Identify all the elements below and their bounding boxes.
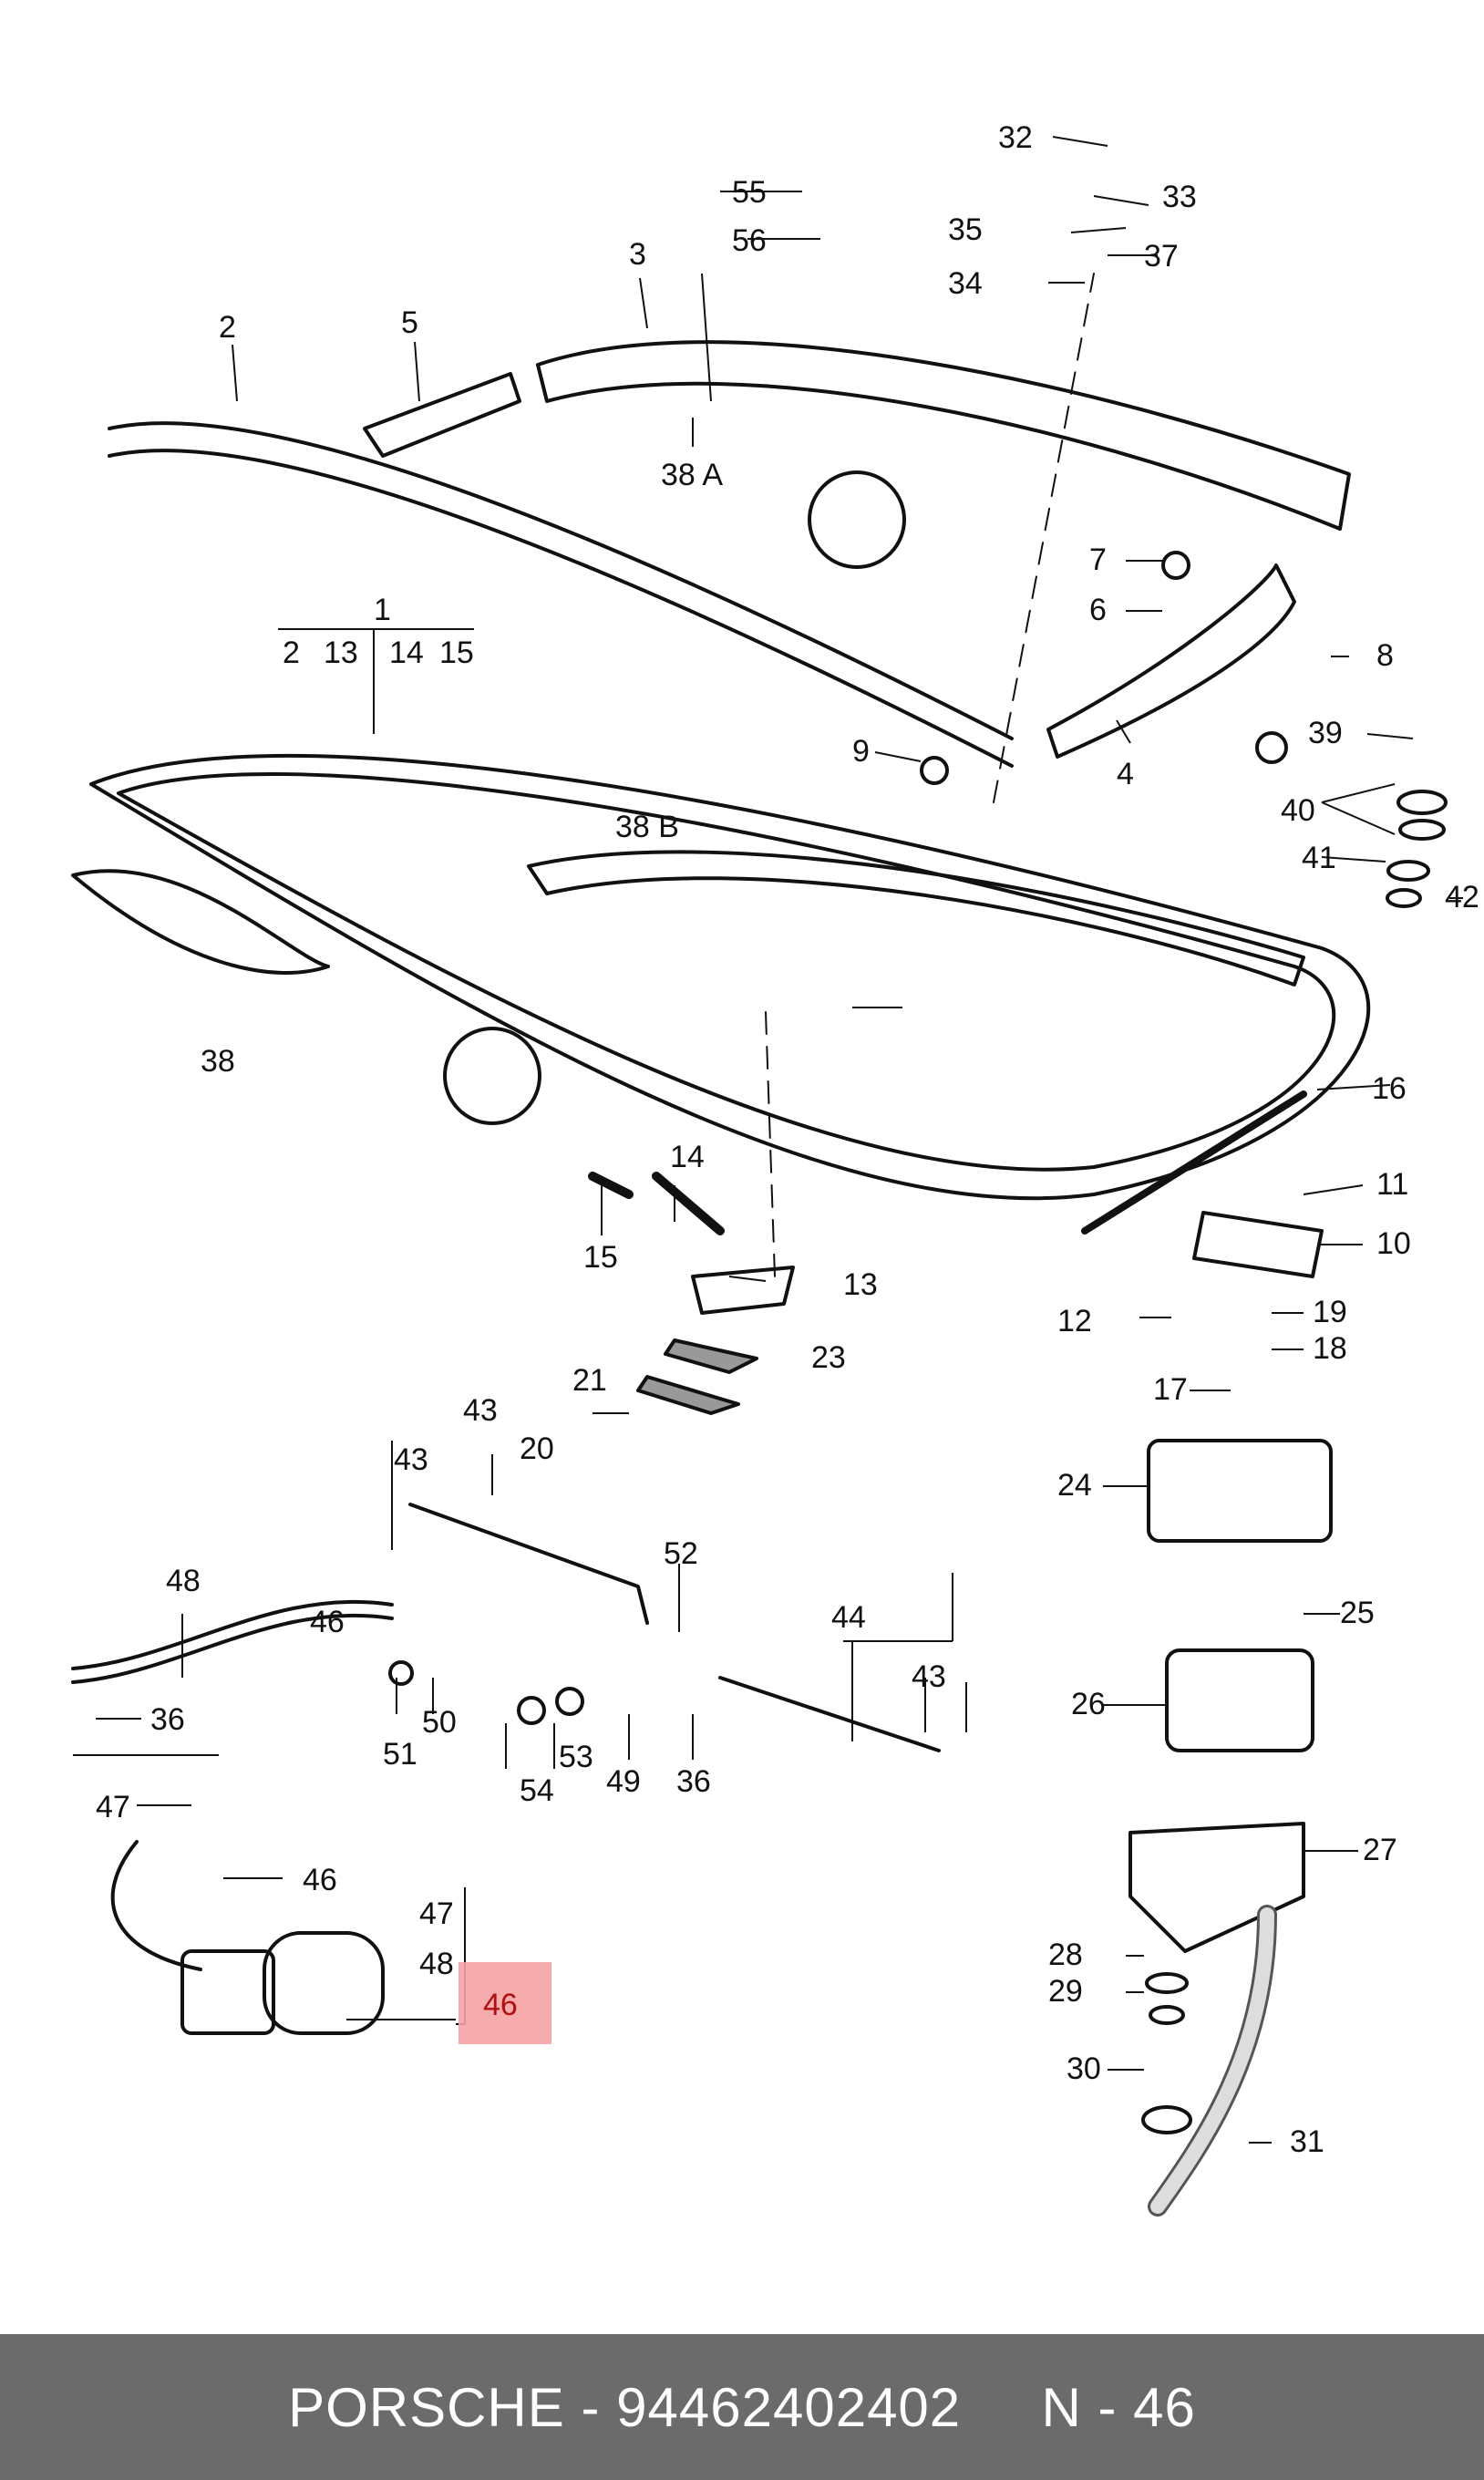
seal-2-inner (108, 449, 1014, 768)
callout-42: 42 (1445, 880, 1479, 914)
label-38a: 38 A (661, 458, 723, 492)
callout-38: 38 (201, 1044, 235, 1079)
callout-53: 52 (664, 1536, 698, 1571)
callout-8: 8 (1376, 638, 1394, 673)
callout-28: 28 (1048, 1938, 1083, 1972)
callout-55: 54 (520, 1773, 554, 1808)
callout-37-left: 36 (150, 1702, 185, 1737)
callout-39: 39 (1308, 716, 1343, 750)
callout-7: 7 (1089, 542, 1107, 577)
callout-6: 6 (1089, 593, 1107, 627)
lid-symbol-b (443, 1027, 541, 1125)
footer-part-number: 94462402402 (616, 2376, 962, 2438)
callout-35: 35 (948, 212, 983, 247)
callout-20: 20 (520, 1431, 554, 1466)
callout-25: 25 (1340, 1596, 1375, 1630)
callout-18: 18 (1313, 1331, 1347, 1366)
seal-38 (71, 869, 330, 975)
strip-5 (363, 372, 521, 458)
seal-2 (108, 421, 1014, 740)
group-1-2: 2 (283, 636, 300, 670)
callout-24: 24 (1057, 1468, 1092, 1503)
strip-4 (1046, 563, 1296, 759)
group-46-47: 47 (419, 1896, 454, 1931)
callout-23: 23 (811, 1340, 846, 1375)
lid-symbol-a (808, 470, 906, 569)
callout-37-top: 37 (1144, 239, 1179, 274)
callout-17: 17 (1153, 1372, 1188, 1407)
callout-43-left: 43 (394, 1442, 428, 1477)
group-1-14: 14 (389, 636, 424, 670)
strip-3 (536, 340, 1351, 531)
callout-30: 30 (1067, 2051, 1101, 2086)
callout-51: 50 (422, 1705, 457, 1740)
highlight-46-box (459, 1962, 551, 2044)
callout-2: 2 (219, 310, 236, 345)
callout-47-bracket: 46 (303, 1863, 337, 1897)
callout-49: 48 (166, 1564, 201, 1598)
callout-56: 55 (732, 175, 767, 210)
footer-bar: PORSCHE - 94462402402 N - 46 (0, 2334, 1484, 2480)
callout-10: 10 (1376, 1226, 1411, 1261)
callout-27: 27 (1363, 1833, 1397, 1867)
callout-34: 34 (948, 266, 983, 301)
group-1-13: 13 (324, 636, 358, 670)
callout-13: 13 (843, 1267, 878, 1302)
callout-47-right: 46 (310, 1605, 345, 1639)
callout-54: 53 (559, 1740, 593, 1774)
lid-inner (117, 772, 1336, 1172)
hinge-13 (691, 1266, 795, 1315)
footer-separator: - (564, 2376, 617, 2438)
callout-16: 16 (1372, 1071, 1407, 1106)
callout-31: 31 (1290, 2124, 1324, 2159)
strut-16 (1081, 1090, 1307, 1235)
callout-43-right: 43 (912, 1659, 946, 1694)
callout-11: 11 (1376, 1167, 1408, 1202)
callout-26: 26 (1071, 1687, 1106, 1721)
callout-29: 29 (1048, 1974, 1083, 2009)
callout-5: 5 (401, 305, 418, 340)
bracket-27 (1128, 1822, 1305, 1953)
callout-37-mid: 36 (676, 1764, 711, 1799)
footer-brand: PORSCHE (288, 2376, 565, 2438)
callout-3: 3 (629, 237, 646, 272)
hinge-10 (1192, 1211, 1324, 1278)
callout-32: 32 (998, 120, 1033, 155)
callout-12: 12 (1057, 1304, 1092, 1338)
label-38b: 38 B (615, 810, 679, 844)
callout-40: 40 (1281, 793, 1315, 828)
lid-outer (89, 753, 1371, 1201)
parts-diagram: 1 2 3 4 5 6 7 8 9 10 11 12 13 14 15 16 1… (71, 120, 1479, 2216)
callout-46-highlight: 46 (483, 1988, 518, 2022)
footer-page-ref: N - 46 (1041, 2376, 1196, 2438)
callout-4: 4 (1117, 757, 1134, 791)
callout-14: 14 (670, 1140, 705, 1174)
callout-21: 21 (572, 1363, 607, 1398)
callout-45: 44 (831, 1600, 866, 1635)
callout-41: 41 (1302, 841, 1336, 875)
callout-15: 15 (583, 1240, 618, 1275)
group-1-15: 15 (439, 636, 474, 670)
callout-9: 9 (852, 734, 870, 769)
group-46-48: 48 (419, 1947, 454, 1981)
callout-50: 49 (606, 1764, 641, 1799)
callout-44: 43 (463, 1393, 498, 1428)
callout-48-left: 47 (96, 1790, 130, 1824)
callout-19: 19 (1313, 1295, 1347, 1329)
callout-52: 51 (383, 1737, 417, 1772)
motor-46 (263, 1931, 385, 2035)
window-frame (527, 850, 1305, 987)
bracket-24 (1147, 1439, 1333, 1543)
callout-57: 56 (732, 223, 767, 258)
callout-33: 33 (1162, 180, 1197, 214)
callout-1: 1 (374, 593, 391, 627)
bracket-26 (1165, 1648, 1314, 1752)
hose-31 (1148, 1905, 1277, 2216)
